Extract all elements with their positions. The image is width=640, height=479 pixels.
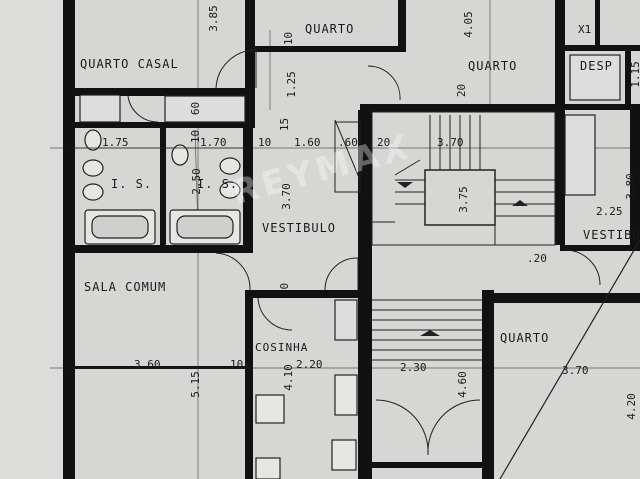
- dim-1-70: 1.70: [200, 136, 227, 149]
- dim-3-80: 3.80: [623, 173, 637, 200]
- room-label-cosinha: COSINHA: [255, 341, 309, 354]
- dim-10-d: 10: [278, 282, 292, 297]
- dim-2-50: 2.50: [189, 168, 203, 195]
- dim-3-70-b: 3.70: [279, 183, 293, 210]
- dim-x1: X1: [578, 23, 592, 36]
- dim-2-25: 2.25: [596, 205, 623, 218]
- dim-4-60: 4.60: [455, 371, 469, 398]
- dim-60-b: .60: [338, 136, 358, 149]
- dim-20-c: .20: [527, 252, 547, 265]
- dim-4-05: 4.05: [461, 11, 475, 38]
- dim-3-70-c: 3.70: [562, 364, 589, 377]
- room-label-sala-comum: SALA COMUM: [84, 280, 167, 294]
- dim-60: 60: [189, 101, 203, 116]
- dim-10-b: 10: [258, 136, 272, 149]
- dim-1-25: 1.25: [284, 71, 298, 98]
- room-label-quarto-casal: QUARTO CASAL: [80, 57, 179, 71]
- room-label-quarto-right: QUARTO: [468, 59, 518, 73]
- dim-1-15: 1.15: [628, 61, 640, 88]
- dim-4-20: 4.20: [624, 393, 638, 420]
- dim-10-c: 10: [189, 129, 203, 144]
- dim-4-10: 4.10: [281, 364, 295, 391]
- dim-20-a: 20: [455, 83, 469, 98]
- dim-10-a: 10: [282, 31, 296, 46]
- dim-10-e: 10: [230, 358, 244, 371]
- dim-1-60: 1.60: [294, 136, 321, 149]
- room-label-is-right: I. S.: [197, 177, 239, 191]
- dim-5-15: 5.15: [188, 371, 202, 398]
- dim-20-b: 20: [377, 136, 391, 149]
- dim-15-a: 15: [278, 117, 292, 132]
- room-label-is-left: I. S.: [111, 177, 153, 191]
- room-label-quarto-bottom: QUARTO: [500, 331, 550, 345]
- room-label-quarto-top: QUARTO: [305, 22, 355, 36]
- dim-2-30: 2.30: [400, 361, 427, 374]
- dim-3-85: 3.85: [206, 5, 220, 32]
- room-label-desp: DESP: [580, 59, 613, 73]
- dim-2-20: 2.20: [296, 358, 323, 371]
- dim-3-75: 3.75: [456, 186, 470, 213]
- room-label-vestibulo-right: VESTIBU: [583, 228, 640, 242]
- dim-3-70-a: 3.70: [437, 136, 464, 149]
- room-label-vestibulo: VESTIBULO: [262, 221, 337, 235]
- dim-1-75: 1.75: [102, 136, 129, 149]
- dim-3-60: 3.60: [134, 358, 161, 371]
